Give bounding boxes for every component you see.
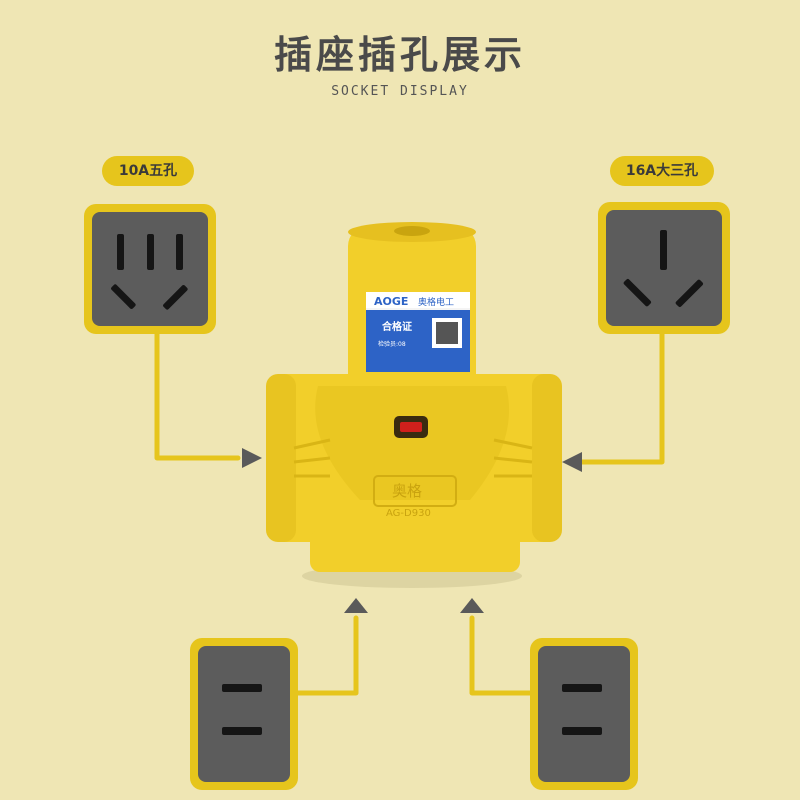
bottom-left-connector-line (293, 615, 359, 696)
right-socket-label: 16A大三孔 (610, 156, 714, 186)
page-title: 插座插孔展示 (273, 33, 526, 77)
left-connector-line (154, 327, 241, 461)
body-brand-mark: 奥格 (392, 482, 422, 500)
sticker-brand-name: 奥格电工 (418, 296, 454, 308)
sticker-certificate-title: 合格证 (381, 320, 412, 333)
arrow-up-icon (460, 598, 484, 613)
arrow-left-icon (562, 452, 582, 472)
three-hole-socket-icon (598, 202, 730, 334)
two-pin-plug-icon (530, 638, 638, 790)
five-hole-socket-icon (84, 204, 216, 334)
sticker-brand-logo: AOGE (374, 295, 408, 308)
product-model-number: AG-D930 (386, 508, 431, 519)
arrow-right-icon (242, 448, 262, 468)
bottom-right-connector-line (469, 615, 535, 696)
two-pin-plug-icon (190, 638, 298, 790)
sticker-certificate-line: 检验员:08 (378, 340, 406, 348)
arrow-up-icon (344, 598, 368, 613)
product-adapter (266, 222, 562, 588)
left-socket-label: 10A五孔 (102, 156, 194, 186)
right-connector-line (579, 327, 665, 465)
page-subtitle: SOCKET DISPLAY (331, 84, 469, 99)
